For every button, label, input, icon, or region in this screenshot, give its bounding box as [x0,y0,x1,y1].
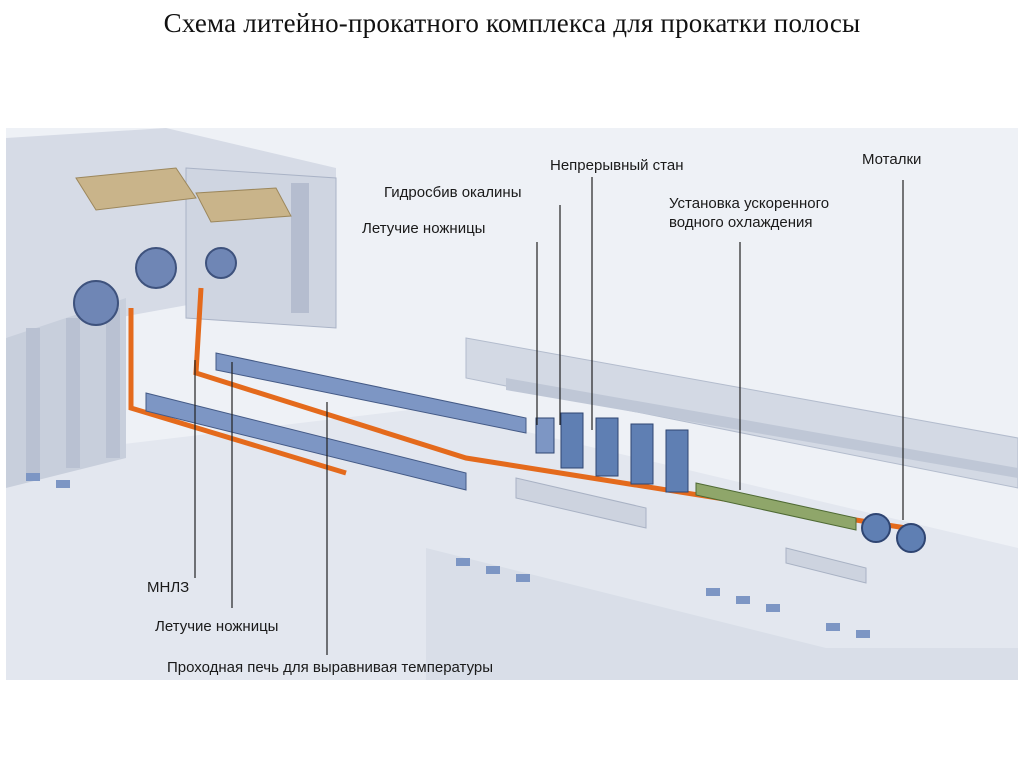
rolling-complex-illustration [6,128,1018,680]
coiler-2 [896,523,926,553]
hall-column-3 [106,308,120,458]
mill-stand-1 [560,412,584,469]
floor-block-1 [515,477,647,529]
furnace-upper [215,352,527,434]
label-continuous-mill: Непрерывный стан [550,157,684,174]
cooling-section [695,482,857,531]
strand-path [193,287,907,531]
mill-hall-beam [506,378,1018,478]
mill-stand-3 [630,423,654,485]
label-accelerated-cooling: Установка ускоренного водного охлаждения [669,195,830,231]
page-title: Схема литейно-прокатного комплекса для п… [163,8,861,38]
label-descaling: Гидросбив окалины [384,184,522,201]
label-flying-shears-top: Летучие ножницы [362,220,486,237]
ladle-2 [73,280,119,326]
crane-girder-1 [75,167,197,211]
ladle-3 [205,247,237,279]
floor-block-2 [785,547,867,584]
mill-stand-2 [595,417,619,477]
floor-platform [426,548,1018,680]
label-ccm: МНЛЗ [147,579,190,596]
hall-tower-stripe [291,183,309,313]
crane-girder-2 [195,187,292,223]
hall-column-2 [66,318,80,468]
descaler-unit [535,417,555,454]
label-coilers: Моталки [862,151,922,168]
coiler-1 [861,513,891,543]
furnace-lower [145,392,467,491]
hall-floor [6,408,1018,680]
hall-column-1 [26,328,40,478]
floor-equipment [26,473,870,638]
label-flying-shears-bottom: Летучие ножницы [155,618,279,635]
mill-stand-4 [665,429,689,493]
label-tunnel-furnace: Проходная печь для выравнивая температур… [167,659,494,676]
ladle-1 [135,247,177,289]
strand-path-2 [128,308,347,476]
